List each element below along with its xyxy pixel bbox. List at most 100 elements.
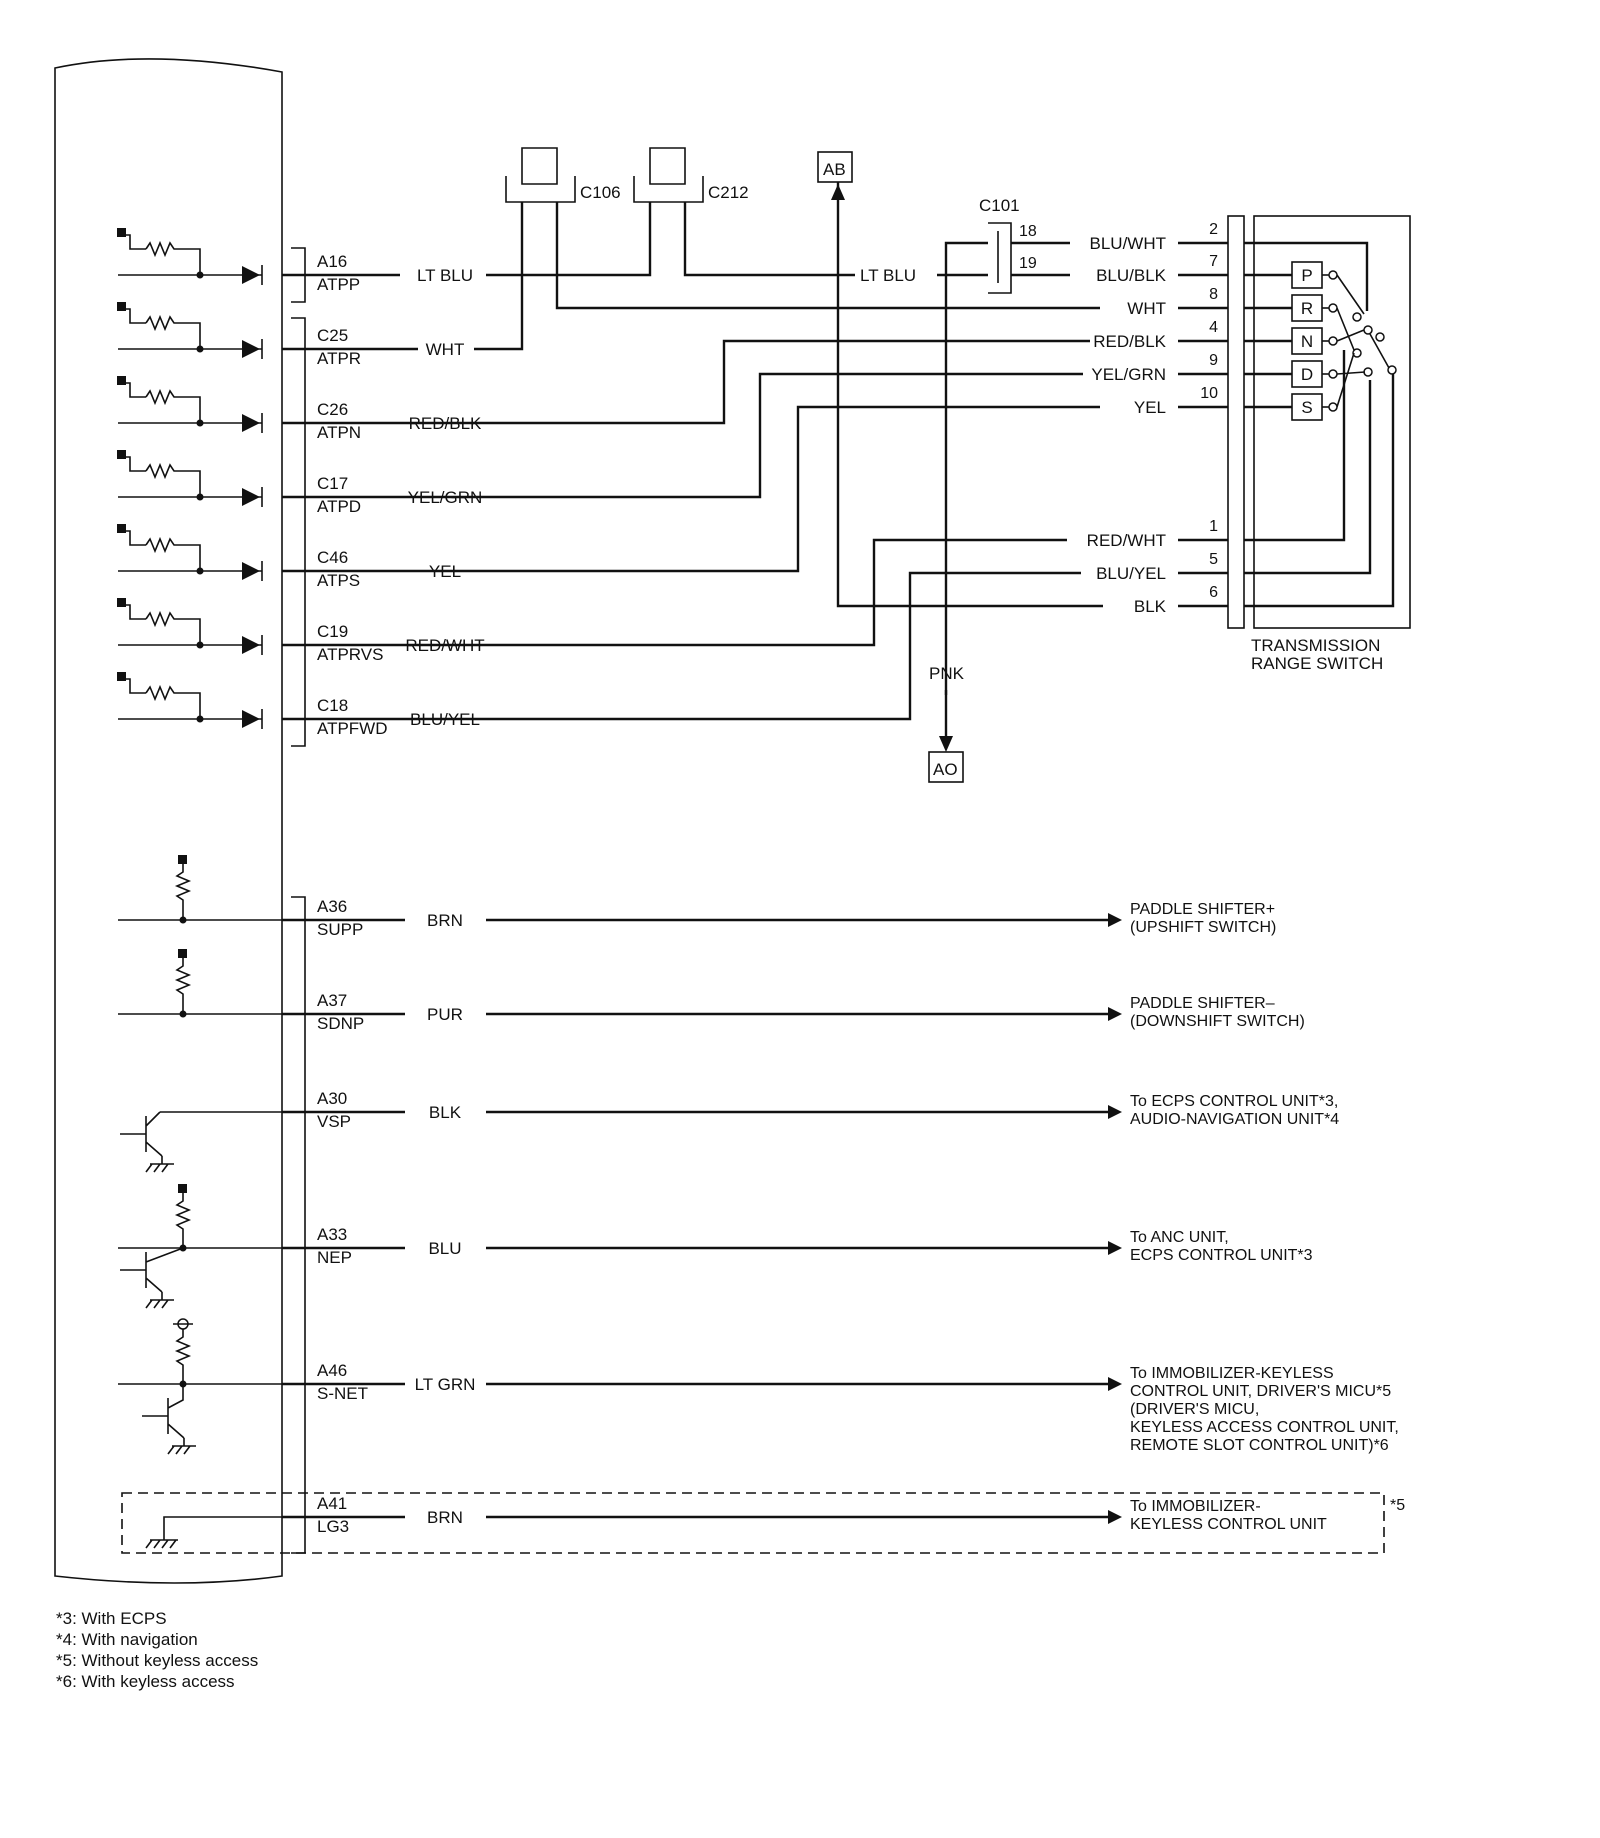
signal-label-c25: ATPR [317,349,361,368]
wire-label-t4: RED/BLK [1093,332,1166,351]
wire-a16-c212 [683,202,988,277]
pullup-resistor-icon [174,1193,192,1248]
wire-c17-t9 [282,372,1083,499]
diode-icon [242,488,260,506]
arrow-to-ao [939,736,953,752]
signal-label-a16: ATPP [317,275,360,294]
ground-icon [167,1438,196,1455]
transistor-icon [142,1384,185,1439]
diode-icon [242,562,260,580]
pin-bracket-a-group [291,896,306,1554]
ao-label: AO [933,760,958,779]
dest-a46-line3: KEYLESS ACCESS CONTROL UNIT, [1130,1419,1399,1436]
switch-pos-s [1291,393,1323,421]
wire-label-t6: BLK [1134,597,1167,616]
switch-pos-label-s: S [1301,398,1312,417]
ground-icon [145,1292,174,1309]
wire-label-t10: YEL [1134,398,1166,417]
transistor-icon [120,1111,282,1157]
junction-dot [196,567,204,575]
pin-label-c46: C46 [317,548,348,567]
pcm-body [54,58,283,1584]
terminal-num-t1: 1 [1209,518,1218,535]
resistor-icon [145,684,201,719]
diode-icon [242,710,260,728]
switch-pivot [1363,325,1373,335]
signal-label-a36: SUPP [317,920,363,939]
switch-terminal-block [1227,215,1245,629]
signal-label-c26: ATPN [317,423,361,442]
diode-icon [242,340,260,358]
wire-label-c18: BLU/YEL [410,710,480,729]
resistor-icon [145,462,201,497]
pullup-resistor-icon [174,864,192,920]
arrow-a41 [1108,1510,1122,1524]
supply-terminal-icon [117,450,126,459]
switch-pivot [1375,332,1385,342]
wire-label-a16: LT BLU [417,266,473,285]
resistor-icon [145,240,201,275]
pin-label-c17: C17 [317,474,348,493]
switch-return-t1 [1244,350,1346,542]
dest-a37-line0: PADDLE SHIFTER– [1130,995,1275,1012]
signal-label-c19: ATPRVS [317,645,383,664]
supply-terminal-icon [117,228,126,237]
diode-icon [242,266,260,284]
wire-label-t2: BLU/WHT [1090,234,1167,253]
terminal-num-t2: 2 [1209,221,1218,238]
dest-a36-line0: PADDLE SHIFTER+ [1130,901,1275,918]
junction-dot [179,1010,187,1018]
c212-connector [649,147,686,185]
supply-stub-c26 [118,382,146,398]
footnote-3: *3: With ECPS [56,1609,167,1628]
switch-pos-label-p: P [1301,266,1312,285]
wire-label-a36: BRN [427,911,463,930]
arrow-a37 [1108,1007,1122,1021]
wire-c106-t8 [555,202,1100,310]
wire-label-c19: RED/WHT [405,636,484,655]
supply-terminal-icon [117,524,126,533]
supply-terminal-icon [117,302,126,311]
wire-label-t9: YEL/GRN [1091,365,1166,384]
switch-contact [1328,369,1338,379]
signal-label-c18: ATPFWD [317,719,388,738]
wire-label-a41: BRN [427,1508,463,1527]
dest-a41-line0: To IMMOBILIZER- [1130,1498,1261,1515]
terminal-num-t7: 7 [1209,253,1218,270]
wire-label-c46: YEL [429,562,461,581]
junction-dot [196,715,204,723]
pin-bracket-c-group [291,317,306,747]
switch-pos-label-d: D [1301,365,1313,384]
wire-ab-t6 [836,182,1103,608]
terminal-num-t6: 6 [1209,584,1218,601]
pin-label-c19: C19 [317,622,348,641]
arrow-a46 [1108,1377,1122,1391]
pin-label-a36: A36 [317,897,347,916]
dest-a30-line0: To ECPS CONTROL UNIT*3, [1130,1093,1338,1110]
switch-return-t5 [1244,380,1372,575]
switch-contact [1328,303,1338,313]
junction-dot [196,419,204,427]
pnk-label: PNK [929,664,965,683]
switch-pivot [1352,312,1362,322]
dest-a46-line4: REMOTE SLOT CONTROL UNIT)*6 [1130,1437,1389,1454]
labels: C106 C212 C101 AB AO 18 19 LT BLU PNK TR… [56,160,1405,1691]
wire-label-c26: RED/BLK [409,414,482,433]
ltblu-right-label: LT BLU [860,266,916,285]
resistor-icon [145,610,201,645]
wire-traces [282,182,1228,1524]
wire-label-t1: RED/WHT [1087,531,1166,550]
switch-return-t6 [1244,370,1395,608]
diode-icon [242,414,260,432]
pin-label-a37: A37 [317,991,347,1010]
terminal-num-t5: 5 [1209,551,1218,568]
pcm-internal-symbols [117,228,282,1549]
ab-label: AB [823,160,846,179]
junction-dot [196,271,204,279]
switch-pos-label-n: N [1301,332,1313,351]
supply-stub-c19 [118,604,146,620]
c101-label: C101 [979,196,1020,215]
dest-a37-line1: (DOWNSHIFT SWITCH) [1130,1013,1305,1030]
connector-symbols [505,147,1012,783]
